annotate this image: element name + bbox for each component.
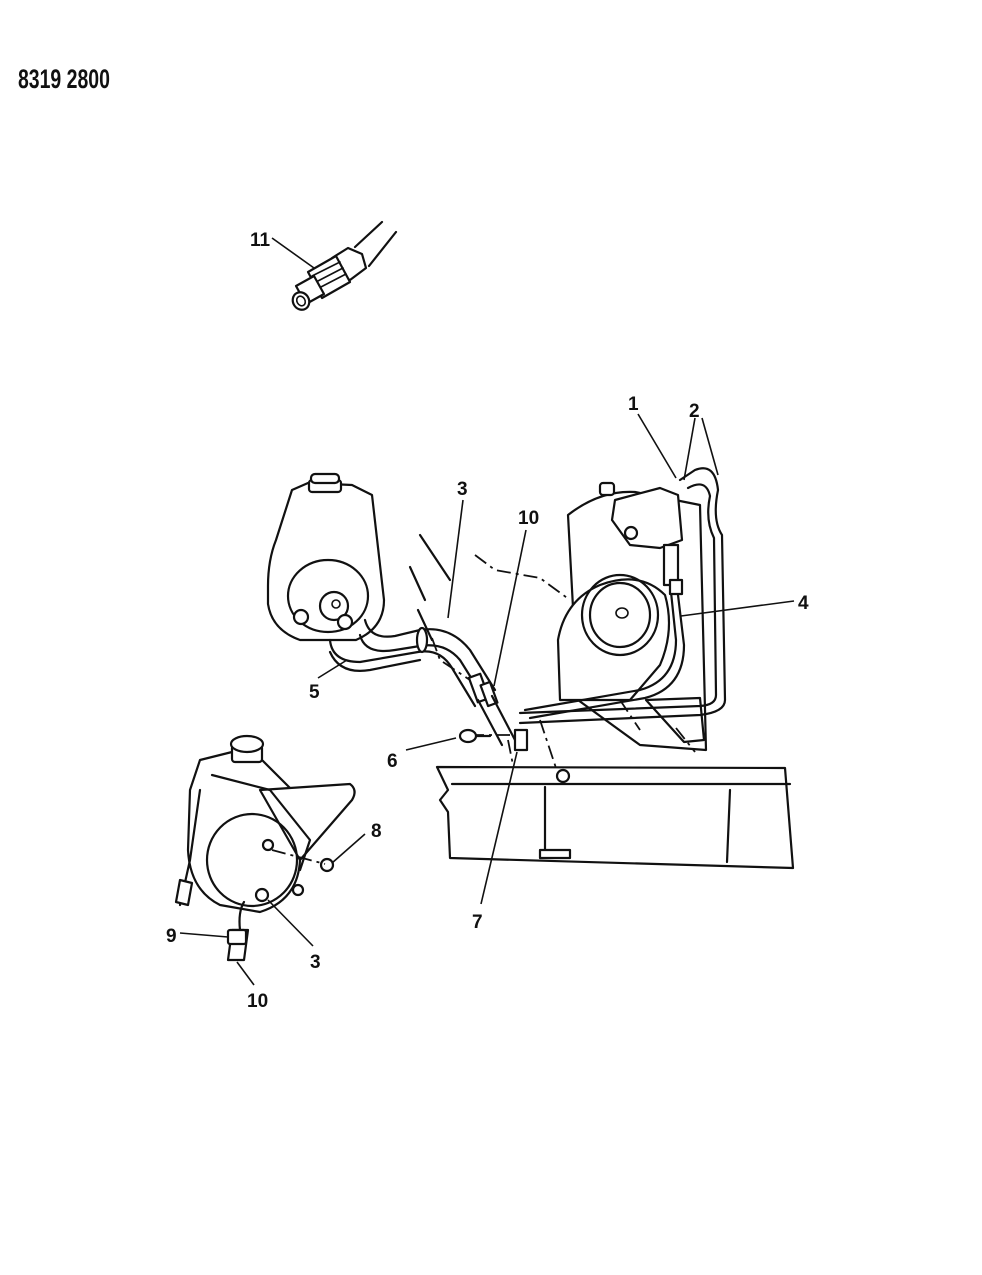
callout-2: 2 [689,401,700,422]
bolt-6 [458,728,492,744]
callout-3a: 3 [457,479,468,500]
callout-10a: 10 [518,508,540,529]
frame-rail [435,765,795,870]
steering-gear-box [556,481,708,752]
pump-reservoir-upper [266,472,386,642]
hydraulic-lines [518,467,727,725]
document-part-number: 8319 2800 [18,64,110,94]
hose-junction [467,672,529,752]
callout-5: 5 [309,682,320,703]
callout-6: 6 [387,751,398,772]
leader-lines [179,413,795,986]
hose-fitting-detail [271,220,398,311]
callout-11: 11 [250,230,271,251]
callout-3b: 3 [310,952,321,973]
callout-4: 4 [798,593,809,614]
callout-1: 1 [628,394,639,415]
hose-assembly-upper [328,533,497,708]
pump-reservoir-lower [174,734,356,962]
callout-9: 9 [166,926,177,947]
callout-10b: 10 [247,991,269,1012]
callout-7: 7 [472,912,483,933]
callout-8: 8 [371,821,382,842]
